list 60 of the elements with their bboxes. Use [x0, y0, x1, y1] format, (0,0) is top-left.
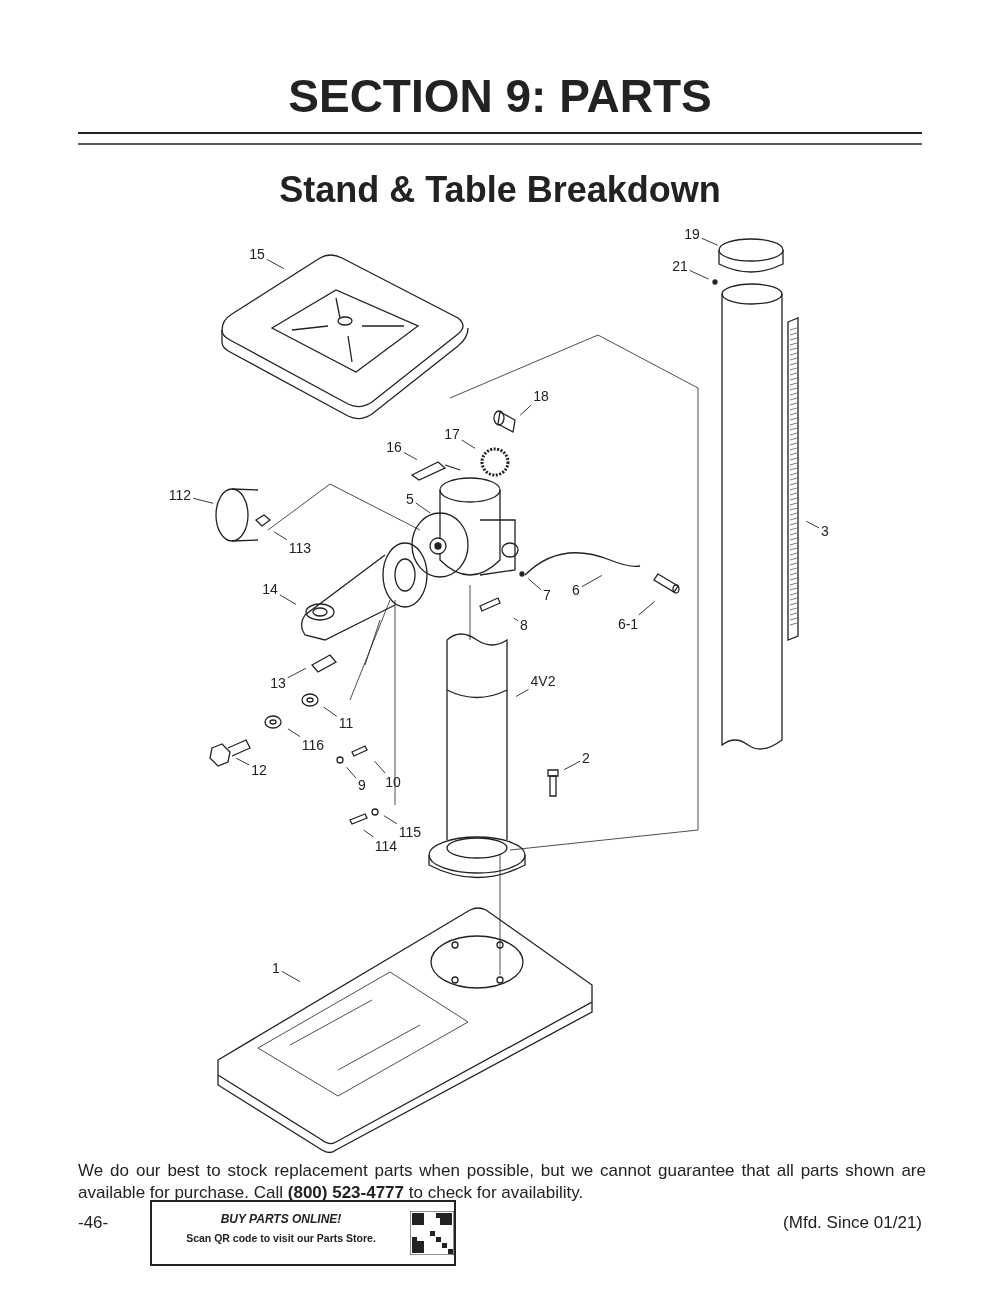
- callout-number: 6-1: [617, 616, 639, 632]
- callout-number: 8: [520, 617, 528, 633]
- callout-number: 14: [262, 581, 278, 597]
- leader-line: [287, 728, 301, 737]
- callout-number: 1: [272, 960, 280, 976]
- banner-text: Scan QR code to visit our Parts Store.: [185, 1232, 377, 1244]
- footer-note: We do our best to stock replacement parts when possible, but we cannot guarantee that all parts shown are available for purchase. Call (800) 523-4777 to check for availability.: [78, 1160, 926, 1204]
- callout-number: 9: [358, 777, 366, 793]
- leader-line: [515, 688, 529, 697]
- callout-number: 114: [374, 838, 398, 854]
- callout-number: 7: [543, 587, 551, 603]
- leader-line: [235, 757, 250, 766]
- leader-line: [805, 520, 820, 529]
- callout-number: 3: [821, 523, 829, 539]
- callout-number: 6: [572, 582, 580, 598]
- callout-number: 4V2: [530, 673, 556, 689]
- leader-line: [273, 531, 288, 541]
- leader-line: [281, 970, 301, 982]
- leader-line: [563, 760, 581, 771]
- leader-line: [701, 237, 719, 246]
- leader-line: [323, 706, 338, 717]
- banner-heading: BUY PARTS ONLINE!: [219, 1212, 343, 1226]
- callout-number: 116: [301, 737, 325, 753]
- callout-number: 16: [386, 439, 402, 455]
- callout-number: 15: [249, 246, 265, 262]
- callout-number: 115: [398, 824, 422, 840]
- leader-line: [581, 574, 603, 588]
- leader-line: [519, 404, 532, 416]
- page-number: -46-: [78, 1213, 109, 1233]
- leader-line: [527, 578, 542, 591]
- callout-number: 13: [270, 675, 286, 691]
- leader-line: [346, 766, 357, 779]
- model-note: (Mfd. Since 01/21): [783, 1213, 922, 1233]
- callout-number: 112: [168, 487, 192, 503]
- leader-line: [383, 815, 398, 825]
- leader-line: [415, 502, 431, 514]
- parts-store-banner: [150, 1200, 456, 1266]
- leader-line: [266, 258, 285, 270]
- page-title: SECTION 9: PARTS: [287, 69, 713, 124]
- leader-line: [461, 439, 476, 449]
- callout-number: 19: [684, 226, 700, 242]
- leader-line: [513, 617, 519, 622]
- leader-line: [363, 829, 374, 838]
- leader-line: [279, 594, 297, 605]
- leader-line: [689, 270, 710, 280]
- leader-line: [192, 497, 214, 504]
- leader-line: [287, 667, 307, 679]
- leader-line: [403, 451, 418, 461]
- callout-number: 12: [251, 762, 267, 778]
- callout-number: 2: [582, 750, 590, 766]
- callout-number: 17: [444, 426, 460, 442]
- leader-line: [374, 760, 386, 774]
- callout-number: 21: [672, 258, 688, 274]
- callout-number: 18: [533, 388, 549, 404]
- callout-number: 10: [385, 774, 401, 790]
- callout-number: 11: [338, 715, 354, 731]
- section-heading: Stand & Table Breakdown: [278, 168, 722, 212]
- leader-line: [638, 601, 656, 616]
- callout-number: 5: [406, 491, 414, 507]
- callout-number: 113: [288, 540, 312, 556]
